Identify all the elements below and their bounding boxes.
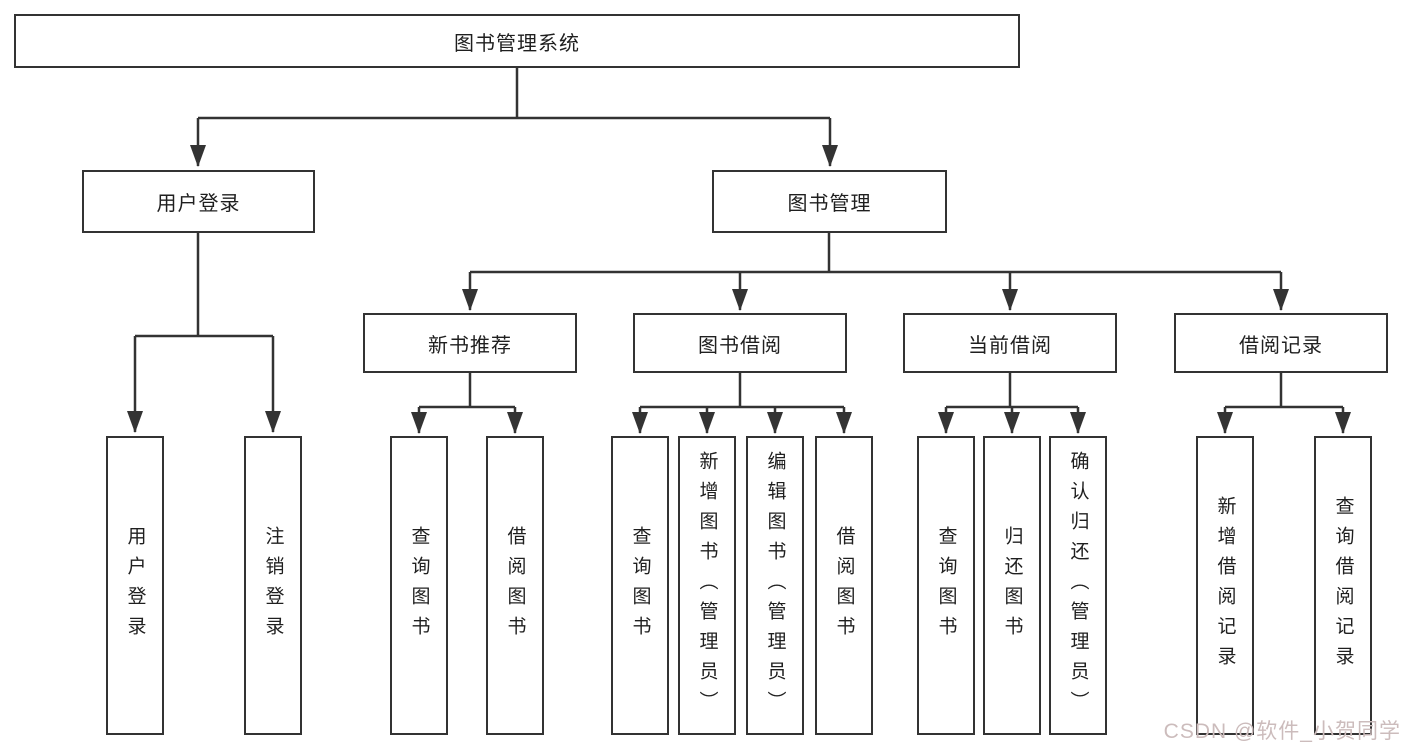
leaf-add-borrow-record: 新增借阅记录 (1196, 436, 1254, 735)
node-user-login-branch: 用户登录 (82, 170, 315, 233)
leaf-return-books: 归还图书 (983, 436, 1041, 735)
node-label: 新增图书（管理员） (696, 450, 718, 721)
node-label: 注销登录 (262, 525, 284, 646)
node-new-book-recommendation: 新书推荐 (363, 313, 577, 373)
node-current-borrowing: 当前借阅 (903, 313, 1117, 373)
node-label: 查询图书 (629, 525, 651, 646)
node-label: 编辑图书（管理员） (764, 450, 786, 721)
node-label: 图书管理 (787, 193, 872, 215)
node-label: 图书管理系统 (454, 32, 580, 55)
leaf-user-login: 用户登录 (106, 436, 164, 735)
leaf-query-borrow-record: 查询借阅记录 (1314, 436, 1372, 735)
node-label: 借阅图书 (833, 525, 855, 646)
node-label: 查询图书 (935, 525, 957, 646)
node-label: 确认归还（管理员） (1067, 450, 1089, 721)
leaf-borrow-books-recommend: 借阅图书 (486, 436, 544, 735)
node-label: 归还图书 (1001, 525, 1023, 646)
leaf-logout: 注销登录 (244, 436, 302, 735)
node-label: 图书借阅 (698, 334, 782, 357)
node-label: 借阅记录 (1239, 334, 1323, 357)
node-book-management: 图书管理 (712, 170, 947, 233)
node-label: 新增借阅记录 (1214, 495, 1236, 676)
node-borrowing-records: 借阅记录 (1174, 313, 1388, 373)
leaf-confirm-return-admin: 确认归还（管理员） (1049, 436, 1107, 735)
node-label: 用户登录 (156, 193, 241, 215)
leaf-add-books-admin: 新增图书（管理员） (678, 436, 736, 735)
leaf-query-books-borrowing: 查询图书 (611, 436, 669, 735)
node-label: 当前借阅 (968, 334, 1052, 357)
node-label: 借阅图书 (504, 525, 526, 646)
node-label: 新书推荐 (428, 334, 512, 357)
leaf-edit-books-admin: 编辑图书（管理员） (746, 436, 804, 735)
leaf-borrow-books-borrowing: 借阅图书 (815, 436, 873, 735)
node-book-borrowing: 图书借阅 (633, 313, 847, 373)
node-label: 用户登录 (124, 525, 146, 646)
leaf-query-books-current: 查询图书 (917, 436, 975, 735)
node-label: 查询借阅记录 (1332, 495, 1354, 676)
node-library-management-system: 图书管理系统 (14, 14, 1020, 68)
leaf-query-books-recommend: 查询图书 (390, 436, 448, 735)
node-label: 查询图书 (408, 525, 430, 646)
